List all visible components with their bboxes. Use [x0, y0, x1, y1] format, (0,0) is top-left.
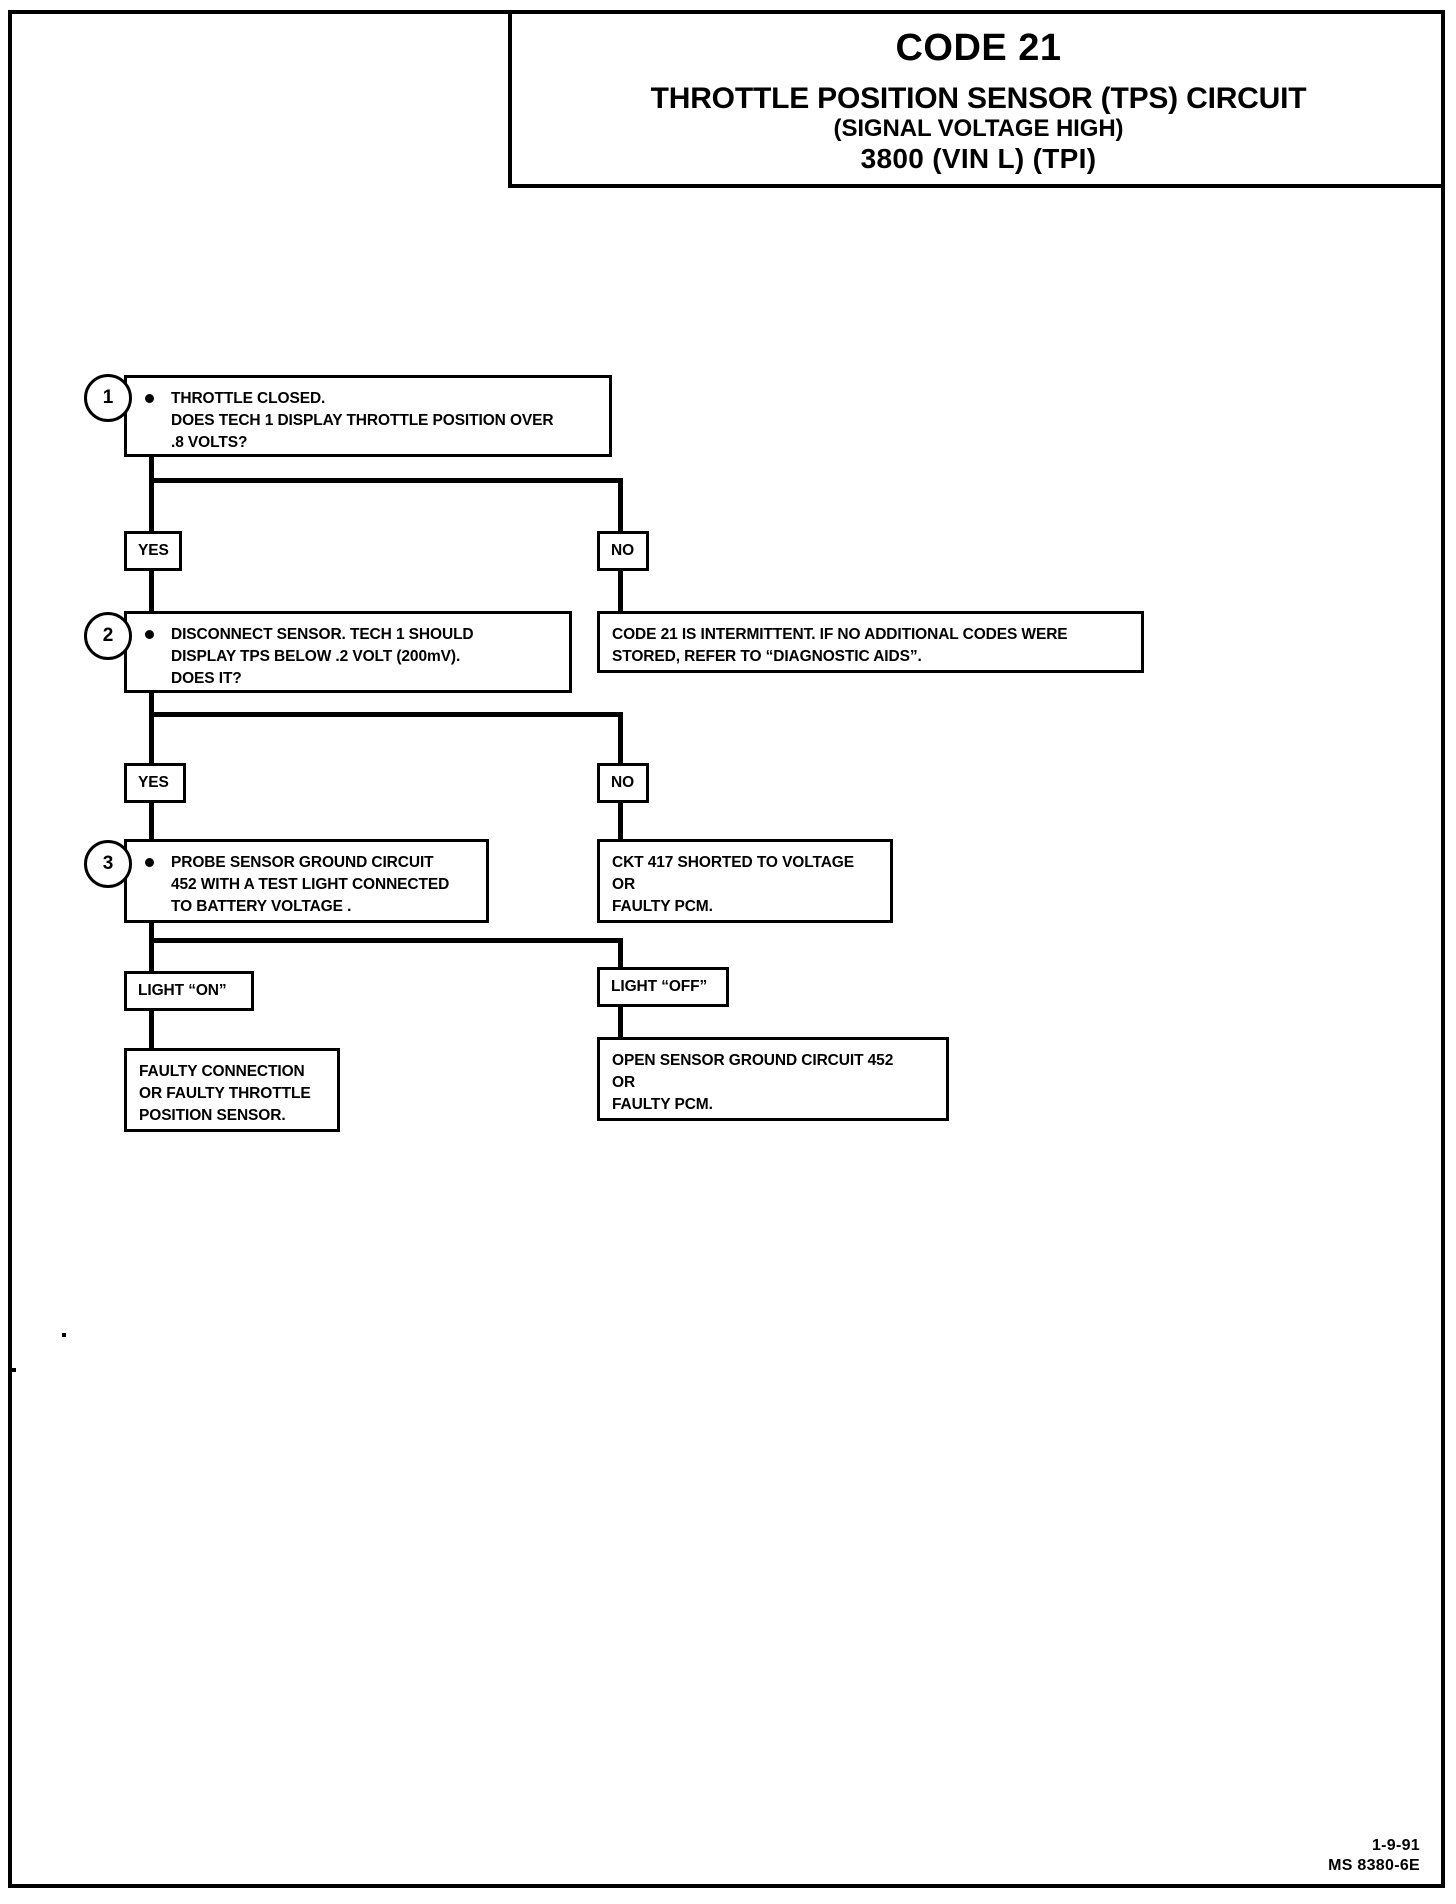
label-yes-2: YES — [124, 763, 186, 803]
title-block: CODE 21 THROTTLE POSITION SENSOR (TPS) C… — [508, 10, 1445, 188]
bullet-icon — [145, 630, 154, 639]
step-number-1: 1 — [84, 374, 132, 422]
connector-no2-down — [618, 712, 623, 764]
connector-step1-down — [149, 457, 154, 483]
connector-no2-to-ckt417 — [618, 802, 623, 840]
label-light-off: LIGHT “OFF” — [597, 967, 729, 1007]
label-light-on: LIGHT “ON” — [124, 971, 254, 1011]
connector-step1-bus — [149, 478, 623, 483]
connector-yes1-to-step2 — [149, 570, 154, 612]
page-title-main: THROTTLE POSITION SENSOR (TPS) CIRCUIT — [650, 81, 1307, 115]
connector-light-off-to-result — [618, 1006, 623, 1038]
connector-yes2-down — [149, 712, 154, 764]
footer: 1-9-91 MS 8380-6E — [1328, 1836, 1420, 1876]
outcome-open-ground-box: OPEN SENSOR GROUND CIRCUIT 452 OR FAULTY… — [597, 1037, 949, 1121]
bullet-icon — [145, 394, 154, 403]
label-yes-1: YES — [124, 531, 182, 571]
page-title-subtitle: (SIGNAL VOLTAGE HIGH) — [833, 115, 1124, 143]
outcome-faulty-connection-box: FAULTY CONNECTION OR FAULTY THROTTLE POS… — [124, 1048, 340, 1132]
outcome-ckt417-box: CKT 417 SHORTED TO VOLTAGE OR FAULTY PCM… — [597, 839, 893, 923]
connector-step2-down — [149, 693, 154, 717]
step-1-text: THROTTLE CLOSED. DOES TECH 1 DISPLAY THR… — [171, 390, 554, 451]
step-number-3: 3 — [84, 840, 132, 888]
scan-speck — [12, 1368, 16, 1372]
footer-doc-id: MS 8380-6E — [1328, 1857, 1420, 1874]
connector-yes1-down — [149, 478, 154, 532]
connector-no1-to-intermittent — [618, 570, 623, 612]
footer-date: 1-9-91 — [1371, 1837, 1420, 1854]
step-3-box: PROBE SENSOR GROUND CIRCUIT 452 WITH A T… — [124, 839, 489, 923]
connector-no1-down — [618, 478, 623, 532]
page-border — [8, 10, 1445, 1888]
outcome-faulty-connection-text: FAULTY CONNECTION OR FAULTY THROTTLE POS… — [139, 1063, 311, 1124]
connector-step3-down — [149, 923, 154, 943]
scan-speck — [62, 1333, 66, 1337]
connector-light-on-down — [149, 938, 154, 972]
step-2-box: DISCONNECT SENSOR. TECH 1 SHOULD DISPLAY… — [124, 611, 572, 693]
connector-yes2-to-step3 — [149, 802, 154, 840]
connector-light-off-down — [618, 938, 623, 972]
step-2-text: DISCONNECT SENSOR. TECH 1 SHOULD DISPLAY… — [171, 626, 474, 687]
page-title-engine: 3800 (VIN L) (TPI) — [860, 142, 1097, 174]
step-number-2: 2 — [84, 612, 132, 660]
label-no-2: NO — [597, 763, 649, 803]
connector-step2-bus — [149, 712, 623, 717]
step-3-text: PROBE SENSOR GROUND CIRCUIT 452 WITH A T… — [171, 854, 450, 915]
outcome-ckt417-text: CKT 417 SHORTED TO VOLTAGE OR FAULTY PCM… — [612, 854, 854, 915]
outcome-intermittent-box: CODE 21 IS INTERMITTENT. IF NO ADDITIONA… — [597, 611, 1144, 673]
bullet-icon — [145, 858, 154, 867]
outcome-open-ground-text: OPEN SENSOR GROUND CIRCUIT 452 OR FAULTY… — [612, 1052, 894, 1113]
connector-light-on-to-result — [149, 1010, 154, 1049]
step-1-box: THROTTLE CLOSED. DOES TECH 1 DISPLAY THR… — [124, 375, 612, 457]
connector-step3-bus — [149, 938, 623, 943]
page-title-code: CODE 21 — [895, 27, 1062, 69]
label-no-1: NO — [597, 531, 649, 571]
outcome-intermittent-text: CODE 21 IS INTERMITTENT. IF NO ADDITIONA… — [612, 626, 1068, 665]
